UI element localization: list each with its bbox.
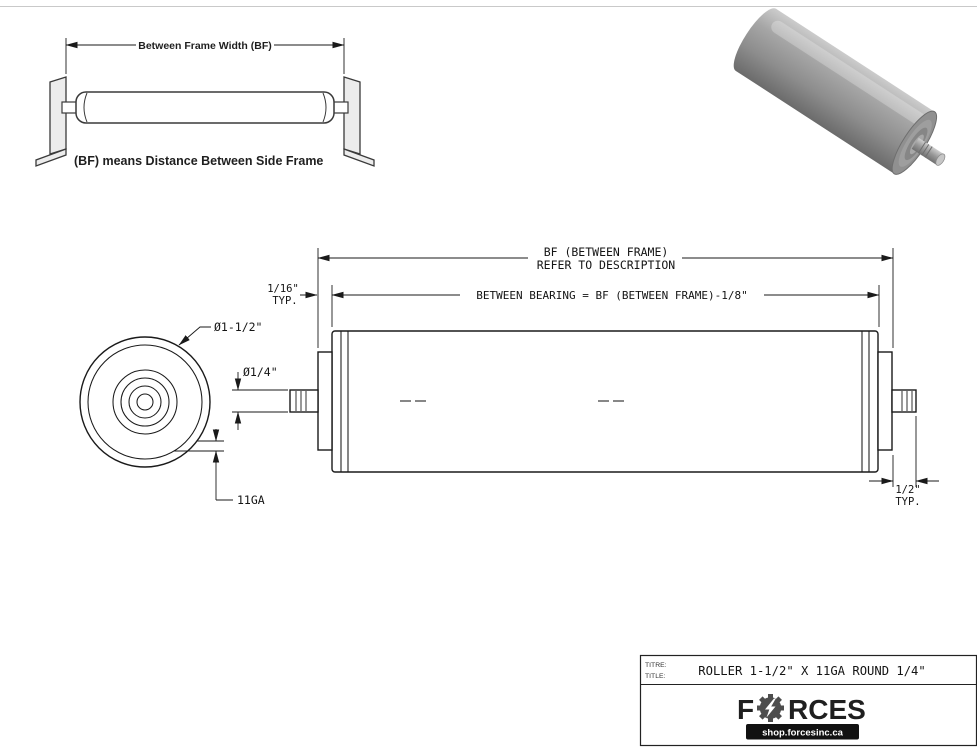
title-label-en: TITLE:: [645, 673, 666, 680]
bf-label-line-2: REFER TO DESCRIPTION: [537, 258, 676, 272]
end-view-bearing-inner-circle: [128, 385, 162, 419]
end-view-callouts: Ø1-1/2" Ø1/4" 11GA: [174, 320, 288, 507]
between-bearing-label: BETWEEN BEARING = BF (BETWEEN FRAME)-1/8…: [476, 289, 748, 302]
inset-dim-label: Between Frame Width (BF): [138, 40, 272, 52]
left-shaft-spring-grooves: [295, 391, 307, 411]
gap-typ-suffix-label: TYP.: [272, 295, 297, 307]
end-view-bearing-outer-circle: [120, 377, 170, 427]
roller-3d-render: [733, 8, 946, 175]
bf-label-line-1: BF (BETWEEN FRAME): [544, 245, 669, 259]
render-shaft-grooves: [917, 141, 933, 158]
left-shaft: [289, 389, 319, 413]
render-body: [735, 8, 935, 174]
shaft-ext-value-label: 1/2": [895, 484, 920, 496]
inset-right-shaft: [332, 101, 349, 114]
left-frame-foot: [35, 148, 67, 167]
forces-logo: F RCES shop.forcesinc.ca: [737, 694, 866, 740]
end-view-outer-circle: [79, 336, 211, 468]
roller-diameter-label: Ø1-1/2": [214, 320, 262, 334]
right-frame-foot: [343, 148, 375, 167]
title-block: TITRE: TITLE: ROLLER 1-1/2" X 11GA ROUND…: [639, 654, 977, 747]
render-shaft: [911, 137, 944, 166]
end-view-wall-circle: [87, 344, 203, 460]
right-side-frame: [343, 76, 361, 155]
inset-roller-left-end-line: [83, 92, 88, 123]
gear-icon: [757, 694, 784, 722]
render-highlight: [771, 20, 927, 126]
shaft-diameter-label: Ø1/4": [243, 365, 278, 379]
title-label-fr: TITRE:: [645, 662, 667, 669]
gap-typ-value-label: 1/16": [267, 283, 299, 295]
wall-gauge-label: 11GA: [237, 493, 265, 507]
side-view-dimensions: BF (BETWEEN FRAME) REFER TO DESCRIPTION …: [267, 245, 939, 508]
drawing-title: ROLLER 1-1/2" X 11GA ROUND 1/4": [698, 664, 925, 678]
roller-diameter-leader: [178, 326, 211, 346]
website-label: shop.forcesinc.ca: [762, 728, 843, 739]
inset-left-shaft: [61, 101, 78, 114]
inset-roller-right-end-line: [322, 92, 327, 123]
roller-side-view: [289, 330, 917, 473]
end-view-shaft-circle: [136, 393, 154, 411]
website-bar: [746, 724, 859, 740]
lightning-icon: [765, 698, 776, 718]
shaft-ext-suffix-label: TYP.: [895, 496, 920, 508]
inset-caption: (BF) means Distance Between Side Frame: [74, 154, 323, 168]
left-side-frame: [49, 76, 67, 155]
render-shaft-end: [935, 153, 946, 166]
brand-suffix: RCES: [788, 694, 866, 725]
brand-prefix: F: [737, 694, 754, 725]
inset-roller: [75, 91, 335, 124]
right-shaft: [891, 389, 917, 413]
roller-end-view: [79, 336, 211, 468]
right-bearing-housing: [877, 351, 893, 451]
left-bearing-housing: [317, 351, 333, 451]
right-shaft-spring-grooves: [901, 391, 913, 411]
bf-inset-diagram: Between Frame Width (BF) (BF) means Dist…: [35, 38, 375, 168]
end-view-hub-circle: [112, 369, 178, 435]
